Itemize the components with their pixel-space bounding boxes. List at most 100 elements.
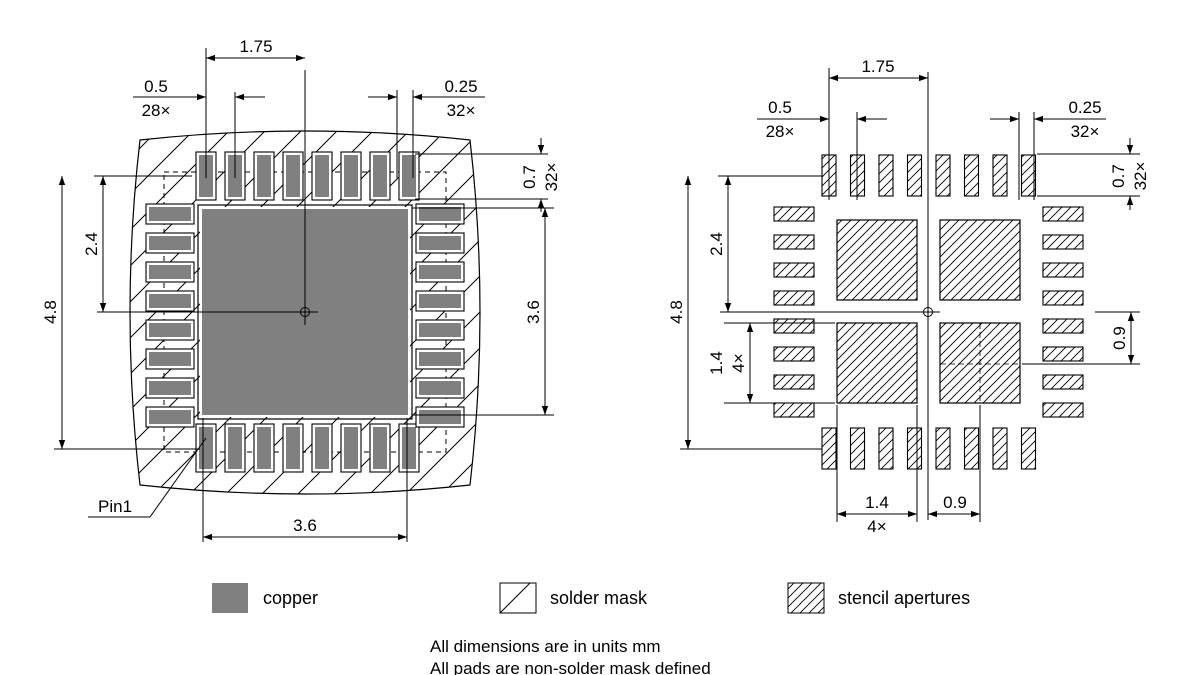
pad-right: [419, 381, 461, 395]
stencil-pad-left: [773, 206, 815, 222]
pad-bottom: [402, 427, 416, 469]
dim-pad-length: 0.7 32×: [415, 138, 561, 212]
pad-top: [402, 155, 416, 197]
dim-pitch-right-count: 28×: [766, 122, 795, 141]
dim-aperture-v: 1.4 4×: [707, 322, 835, 404]
dim-pad-width-count: 32×: [447, 101, 476, 120]
dim-pitch: 0.5 28×: [133, 77, 265, 178]
stencil-pad-bottom: [849, 427, 866, 470]
stencil-pad-right: [1042, 374, 1084, 390]
pad-left: [149, 236, 191, 250]
dim-pad-width-right-count: 32×: [1071, 122, 1100, 141]
pad-bottom: [373, 427, 387, 469]
stencil-pad-right: [1042, 206, 1084, 222]
legend-stencil-swatch: [787, 582, 825, 614]
dim-half-span-label: 2.4: [82, 232, 101, 256]
stencil-aperture-tr: [939, 219, 1021, 301]
notes: All dimensions are in units mm All pads …: [430, 637, 711, 675]
dim-overall-right-label: 4.8: [667, 300, 686, 324]
dim-center-pitch-label: 1.75: [239, 37, 272, 56]
stencil-pad-bottom: [878, 427, 894, 470]
pad-left: [149, 265, 191, 279]
stencil-pad-right: [1042, 234, 1084, 250]
stencil-pad-left: [773, 402, 815, 418]
center-mark-right: [720, 72, 1020, 520]
dim-pad-length-label: 0.7: [520, 165, 539, 189]
pad-bottom: [315, 427, 329, 469]
dim-center-pitch-right-label: 1.75: [861, 57, 894, 76]
stencil-pad-bottom: [906, 427, 923, 470]
stencil-pad-left: [773, 290, 815, 306]
pad-bottom: [257, 427, 271, 469]
note-pads: All pads are non-solder mask defined: [430, 659, 711, 675]
stencil-pads: [773, 154, 1084, 470]
pad-bottom: [199, 427, 213, 469]
dim-pad-length-count: 32×: [542, 163, 561, 192]
stencil-pad-bottom: [1020, 427, 1037, 470]
stencil-pad-left: [773, 346, 815, 362]
dim-aperture-h-label: 1.4: [865, 493, 889, 512]
stencil-pad-top: [1020, 154, 1037, 197]
pad-left: [149, 207, 191, 221]
pad-top: [315, 155, 329, 197]
stencil-pad-right: [1042, 262, 1084, 278]
dim-aperture-v-count: 4×: [729, 353, 748, 372]
pin1-label: Pin1: [98, 497, 132, 516]
dim-pitch-label: 0.5: [144, 77, 168, 96]
stencil-pad-left: [773, 262, 815, 278]
right-view: 1.75 0.5 28× 0.25 32× 0.7 32×: [667, 57, 1150, 536]
stencil-pad-bottom: [821, 427, 837, 470]
dim-pad-width-right-label: 0.25: [1068, 98, 1101, 117]
dim-pad-width: 0.25 32×: [368, 77, 485, 178]
dim-aperture-v-label: 1.4: [707, 351, 726, 375]
stencil-aperture-bl: [836, 322, 918, 404]
stencil-pad-top: [992, 154, 1008, 197]
legend-copper-label: copper: [263, 588, 318, 608]
stencil-pad-bottom: [992, 427, 1008, 470]
stencil-pad-top: [963, 154, 980, 197]
dim-pitch-right-label: 0.5: [768, 98, 792, 117]
stencil-pad-right: [1042, 318, 1084, 334]
note-units: All dimensions are in units mm: [430, 637, 661, 656]
stencil-pad-bottom: [963, 427, 980, 470]
pad-left: [149, 381, 191, 395]
dim-aperture-gap-h: 0.9: [928, 405, 981, 522]
center-mark-left: [97, 70, 318, 325]
dim-overall: 4.8: [41, 176, 200, 450]
pad-bottom: [286, 427, 300, 469]
pad-bottom: [228, 427, 242, 469]
pad-top: [286, 155, 300, 197]
stencil-pad-left: [773, 234, 815, 250]
stencil-aperture-tl: [836, 219, 918, 301]
stencil-pad-left: [773, 374, 815, 390]
stencil-pad-right: [1042, 290, 1084, 306]
dim-pad-length-right-label: 0.7: [1109, 164, 1128, 188]
dim-thermal-v: 3.6: [412, 207, 554, 416]
stencil-pad-top: [878, 154, 894, 197]
legend-stencil-label: stencil apertures: [838, 588, 970, 608]
pin1-callout: Pin1: [88, 437, 207, 518]
legend-stencil: stencil apertures: [787, 582, 970, 614]
pad-right: [419, 323, 461, 337]
legend-copper-swatch: [212, 583, 248, 613]
dim-pad-length-right-count: 32×: [1131, 162, 1150, 191]
dim-aperture-h-count: 4×: [867, 517, 886, 536]
pad-left: [149, 352, 191, 366]
pad-left: [149, 294, 191, 308]
dim-overall-label: 4.8: [41, 300, 60, 324]
dim-pad-width-label: 0.25: [444, 77, 477, 96]
stencil-pad-top: [935, 154, 951, 197]
stencil-pad-top: [906, 154, 923, 197]
pad-bottom: [344, 427, 358, 469]
dim-aperture-gap-v-label: 0.9: [1110, 326, 1129, 350]
pad-right: [419, 294, 461, 308]
dim-thermal-v-label: 3.6: [524, 300, 543, 324]
legend-copper: copper: [212, 583, 318, 613]
legend-solder-mask: solder mask: [499, 582, 648, 614]
legend: copper solder mask stencil apertures: [212, 582, 970, 614]
legend-solder-mask-swatch: [499, 582, 537, 614]
dim-pitch-count: 28×: [142, 101, 171, 120]
stencil-pad-right: [1042, 402, 1084, 418]
pad-top: [344, 155, 358, 197]
